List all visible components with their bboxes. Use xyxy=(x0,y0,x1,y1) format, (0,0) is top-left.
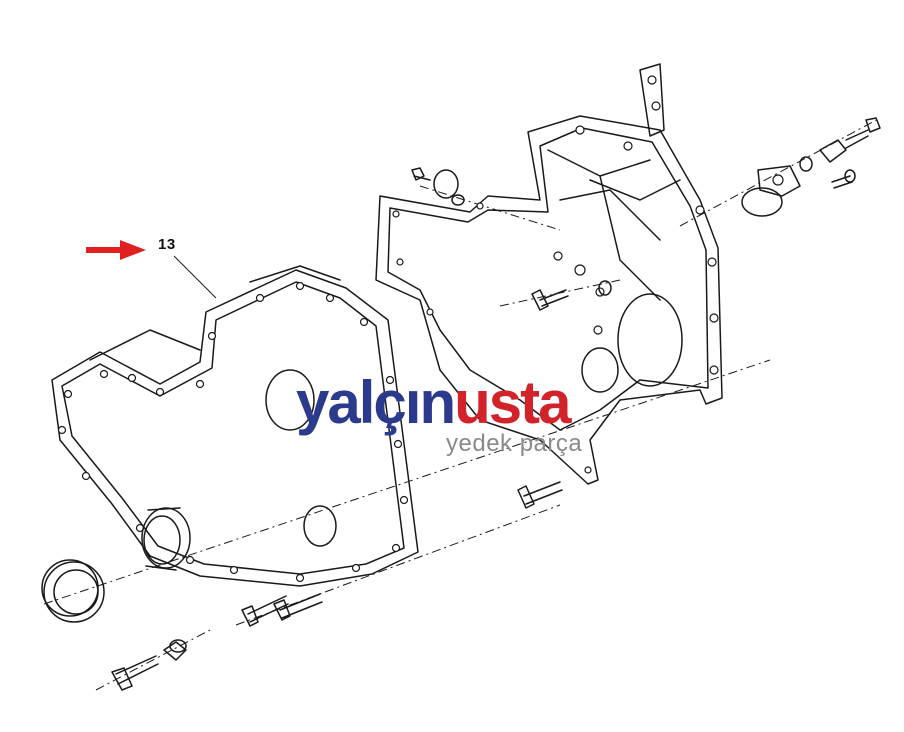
sleeve-icon xyxy=(141,507,191,571)
seal-ring-icon xyxy=(41,559,105,623)
front-cover-icon xyxy=(375,63,723,485)
sensor-icon xyxy=(741,117,881,217)
callout-number: 13 xyxy=(158,236,176,253)
logo-part-2: usta xyxy=(454,369,571,436)
watermark-logo: yalçınusta yedek parça xyxy=(296,368,596,468)
bolt-icon xyxy=(241,595,289,627)
logo-text: yalçınusta xyxy=(296,368,571,438)
bolt-icon xyxy=(111,639,187,691)
o-ring-icon xyxy=(598,280,612,296)
bolt-icon xyxy=(531,289,569,311)
callout-leader xyxy=(173,255,217,299)
gasket-icon xyxy=(51,265,419,587)
bolt-icon xyxy=(273,593,323,621)
logo-part-1: yalçın xyxy=(296,369,456,436)
red-arrow-icon xyxy=(86,240,146,260)
bolt-icon xyxy=(411,167,465,206)
logo-tagline: yedek parça xyxy=(446,430,583,457)
bolt-icon xyxy=(517,481,563,509)
